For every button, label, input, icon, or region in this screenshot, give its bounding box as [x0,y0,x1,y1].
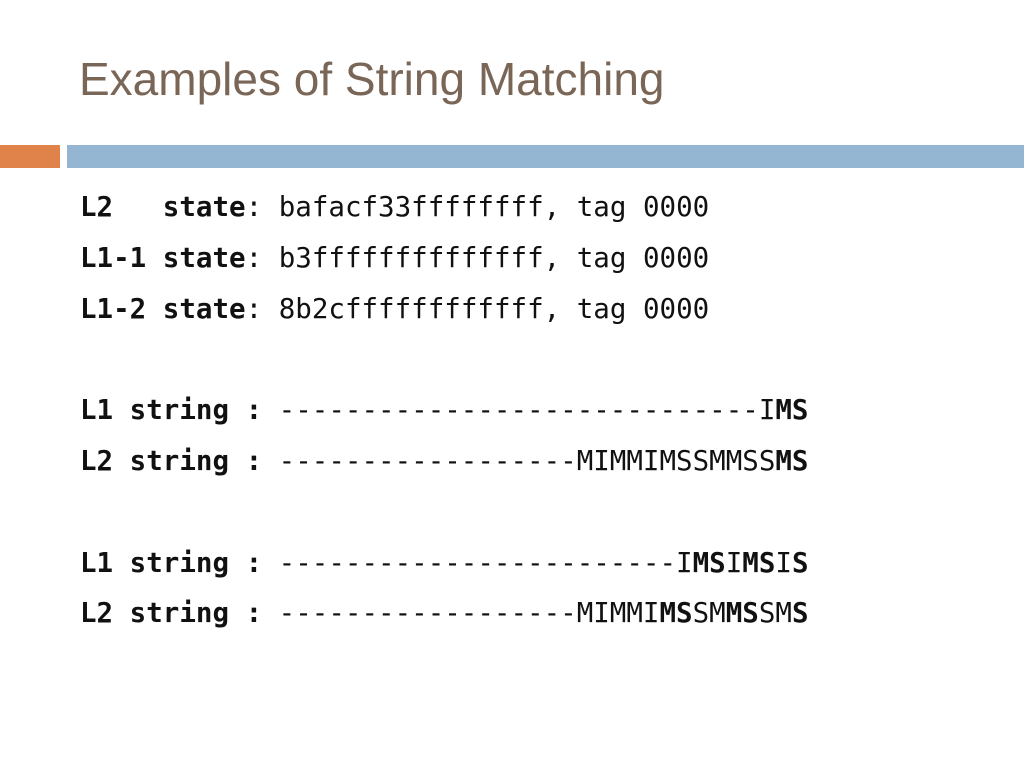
state-line-l2: L2 state: bafacf33ffffffff, tag 0000 [80,182,1004,233]
accent-bar-orange [0,145,60,168]
state-word: state [162,191,246,223]
state-label: L1-2 [80,292,147,325]
string-value: ------------------MIMMIMSSMMSSMS [262,444,809,477]
state-separator: : [245,292,279,325]
string-segment-match: MS [659,597,693,630]
string-segment: SM [692,597,726,630]
string-segment-match: MS [725,597,759,630]
state-value: 8b2cffffffffffff, tag 0000 [278,292,710,325]
string-segment-match: S [791,597,809,630]
string-value: ------------------------IMSIMSIS [262,546,809,579]
string-segment: ------------------MIMMI [262,597,660,630]
string-segment-match: MS [775,444,809,477]
state-value: b3ffffffffffffff, tag 0000 [278,241,710,274]
state-separator: : [245,241,279,274]
state-value: bafacf33ffffffff, tag 0000 [278,191,710,223]
state-label: L1-1 [80,241,147,274]
string-segment-match: S [791,546,809,579]
string-label: L2 string : [80,444,263,477]
slide-title: Examples of String Matching [79,53,665,105]
state-separator: : [245,191,279,223]
state-line-l1-1: L1-1 state: b3ffffffffffffff, tag 0000 [80,233,1004,284]
state-line-l1-2: L1-2 state: 8b2cffffffffffff, tag 0000 [80,284,1004,335]
string-segment-match: MS [742,546,776,579]
state-word: state [162,241,246,274]
accent-bar-blue [67,145,1024,168]
string-segment: I [725,546,743,579]
slide-body: L2 state: bafacf33ffffffff, tag 0000 L1-… [80,182,1004,639]
state-label: L2 [80,191,147,223]
example1-l1-string: L1 string : ----------------------------… [80,385,1004,436]
string-value: -----------------------------IMS [262,394,809,427]
string-segment: I [775,546,792,579]
string-label: L1 string : [80,546,263,579]
string-label: L1 string : [80,394,263,427]
string-segment: ------------------MIMMIMSSMMSS [262,444,776,477]
string-value: ------------------MIMMIMSSMMSSMS [262,597,809,630]
string-segment: ------------------------I [262,546,693,579]
string-segment: SM [758,597,792,630]
state-word: state [162,292,246,325]
example2-l1-string: L1 string : ------------------------IMSI… [80,538,1004,589]
string-segment-match: MS [775,394,809,427]
example2-l2-string: L2 string : ------------------MIMMIMSSMM… [80,588,1004,639]
string-segment-match: MS [692,546,726,579]
spacer [80,334,1004,385]
spacer [80,487,1004,538]
string-label: L2 string : [80,597,263,630]
string-segment: -----------------------------I [262,394,776,427]
example1-l2-string: L2 string : ------------------MIMMIMSSMM… [80,436,1004,487]
